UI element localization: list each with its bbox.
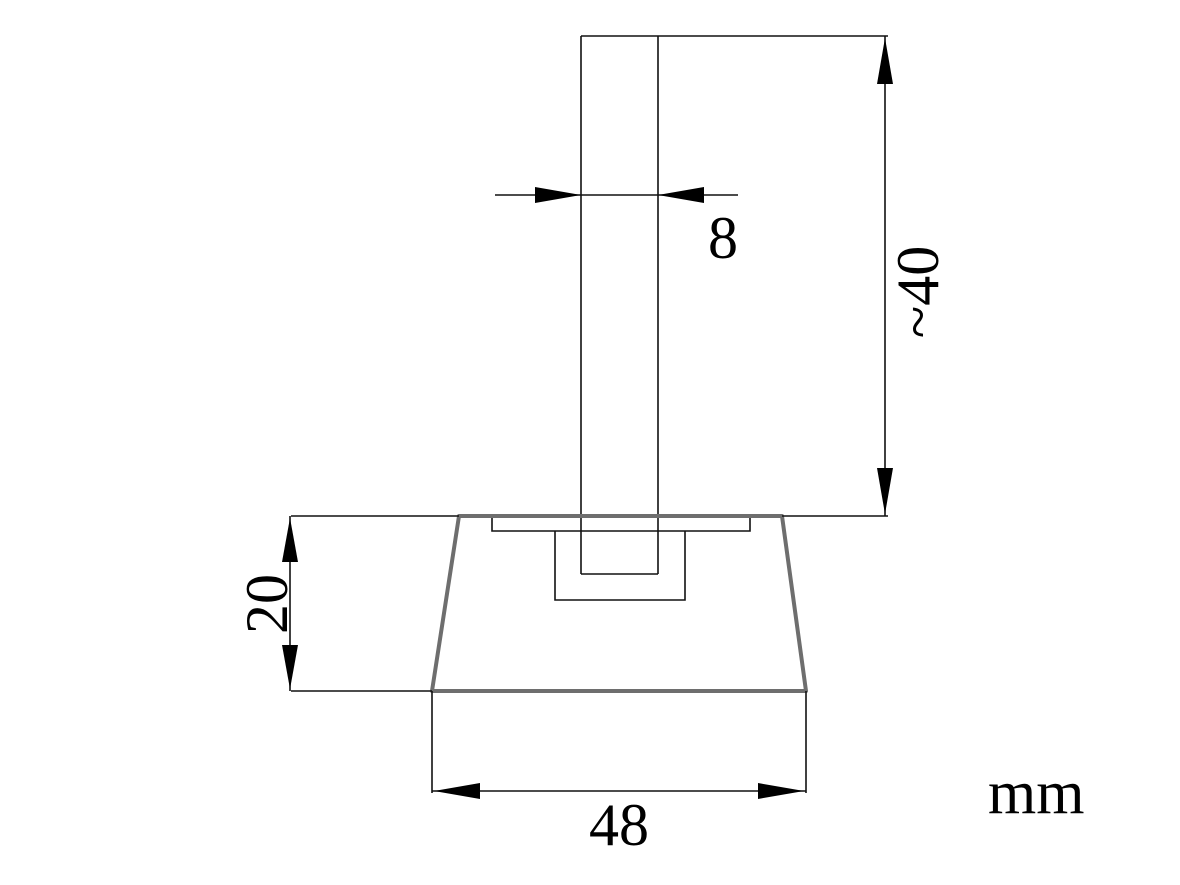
base-width-label: 48 xyxy=(589,792,649,858)
unit-label: mm xyxy=(988,759,1084,827)
stem-width-label: 8 xyxy=(708,205,738,271)
base-height-label: 20 xyxy=(234,574,300,634)
base-outline xyxy=(430,514,808,693)
stem-height-label: ~40 xyxy=(885,246,951,338)
arrow-up-icon xyxy=(877,38,893,84)
arrow-up-icon xyxy=(282,518,298,562)
base-height-dimension: 20 xyxy=(234,515,459,692)
arrow-down-icon xyxy=(282,645,298,689)
base-width-dimension: 48 xyxy=(431,691,807,858)
arrow-right-icon xyxy=(758,783,804,799)
arrow-left-icon xyxy=(434,783,480,799)
stem xyxy=(580,35,888,575)
stem-width-dimension: 8 xyxy=(495,187,738,271)
arrow-left-icon xyxy=(658,187,704,203)
stem-height-dimension: ~40 xyxy=(877,36,951,516)
base-inner-recess xyxy=(491,516,751,601)
arrow-right-icon xyxy=(535,187,581,203)
arrow-down-icon xyxy=(877,468,893,514)
